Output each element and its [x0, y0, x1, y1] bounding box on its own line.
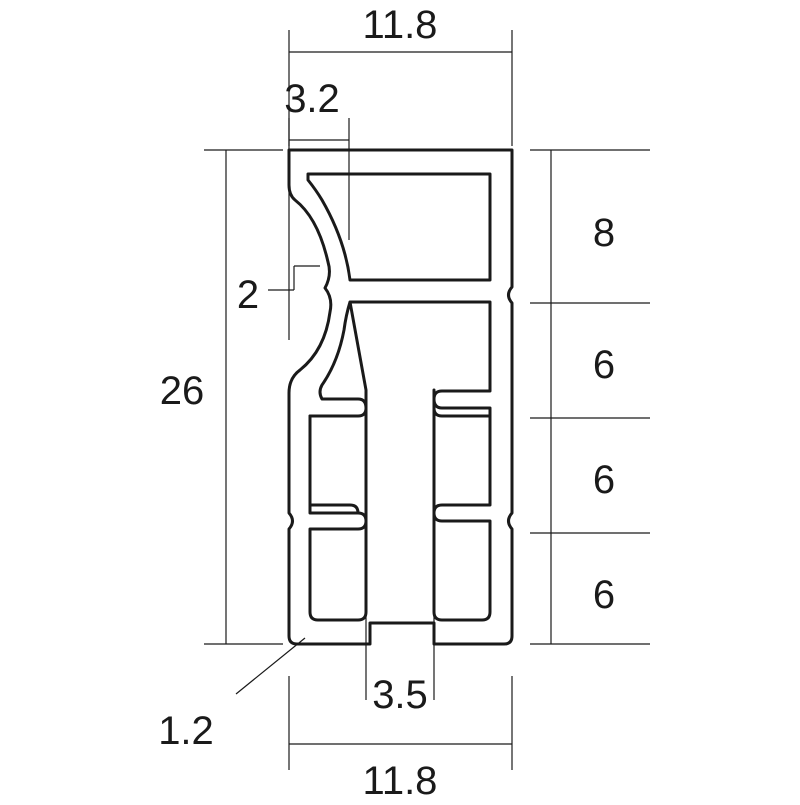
dim-wall-thickness-label: 1.2	[158, 709, 214, 753]
dim-groove-depth-label: 2	[237, 273, 259, 317]
dim-pitch-top-label: 8	[593, 211, 615, 255]
profile-top-cavity	[306, 172, 492, 282]
profile-slot-left-wall	[308, 414, 360, 515]
dim-pitch-3-label: 6	[593, 458, 615, 502]
dim-total-height-label: 26	[160, 369, 205, 413]
dim-pitch-2-label: 6	[593, 343, 615, 387]
dim-lip-width-label: 3.2	[284, 77, 340, 121]
dim-slot-width-label: 3.5	[372, 673, 428, 717]
profile-outer-contour	[287, 148, 514, 646]
dim-top-width-label: 11.8	[363, 3, 438, 47]
profile-middle-cavity	[308, 300, 492, 622]
dim-pitch-4-label: 6	[593, 573, 615, 617]
dim-bottom-width-label: 11.8	[363, 759, 438, 800]
dim-wall-leader	[235, 637, 306, 695]
